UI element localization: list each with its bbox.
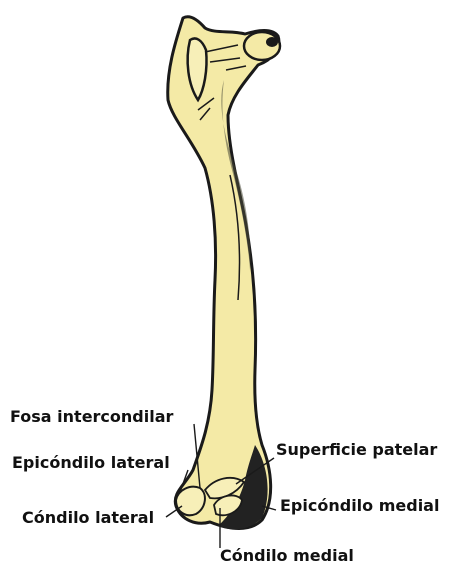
label-epicondilo-lateral: Epicóndilo lateral: [12, 454, 170, 472]
label-condilo-medial: Cóndilo medial: [220, 547, 354, 565]
label-fosa-intercondilar: Fosa intercondilar: [10, 408, 173, 426]
femoral-head-fovea: [266, 37, 278, 47]
femur-shaft: [168, 17, 279, 529]
label-epicondilo-medial: Epicóndilo medial: [280, 497, 439, 515]
label-superficie-patelar: Superficie patelar: [276, 441, 437, 459]
label-condilo-lateral: Cóndilo lateral: [22, 509, 154, 527]
